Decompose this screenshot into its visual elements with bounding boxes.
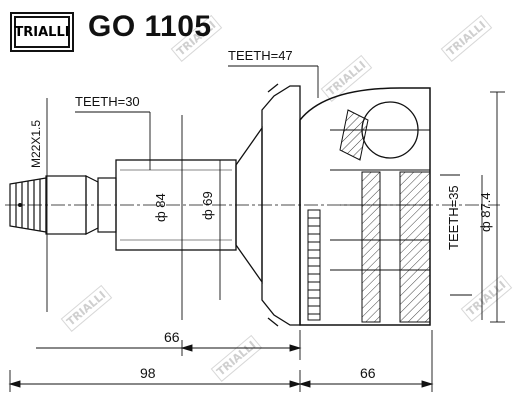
dim-shaft-66: 66 bbox=[164, 329, 180, 345]
section-hatch bbox=[399, 171, 431, 323]
center-dot bbox=[18, 203, 22, 207]
dia-874-label: ф 87.4 bbox=[478, 192, 493, 232]
part-number: GO 1105 bbox=[88, 10, 212, 43]
teeth-inner-label: TEETH=35 bbox=[446, 185, 461, 250]
cage-hatch bbox=[339, 109, 369, 161]
abs-ring bbox=[307, 209, 321, 321]
dim-overall-98: 98 bbox=[140, 365, 156, 381]
dia-69-label: ф 69 bbox=[200, 191, 215, 220]
dimension-lines bbox=[8, 65, 505, 392]
thread-label: M22X1.5 bbox=[29, 120, 43, 168]
dia-84-label: ф 84 bbox=[153, 193, 168, 222]
teeth-shaft-label: TEETH=30 bbox=[75, 94, 140, 109]
dim-overall-66: 66 bbox=[360, 365, 376, 381]
section-hatch bbox=[361, 171, 381, 323]
teeth-outer-label: TEETH=47 bbox=[228, 48, 293, 63]
brand-logo: TRIALLI bbox=[10, 12, 74, 52]
brand-logo-text: TRIALLI bbox=[14, 16, 70, 48]
